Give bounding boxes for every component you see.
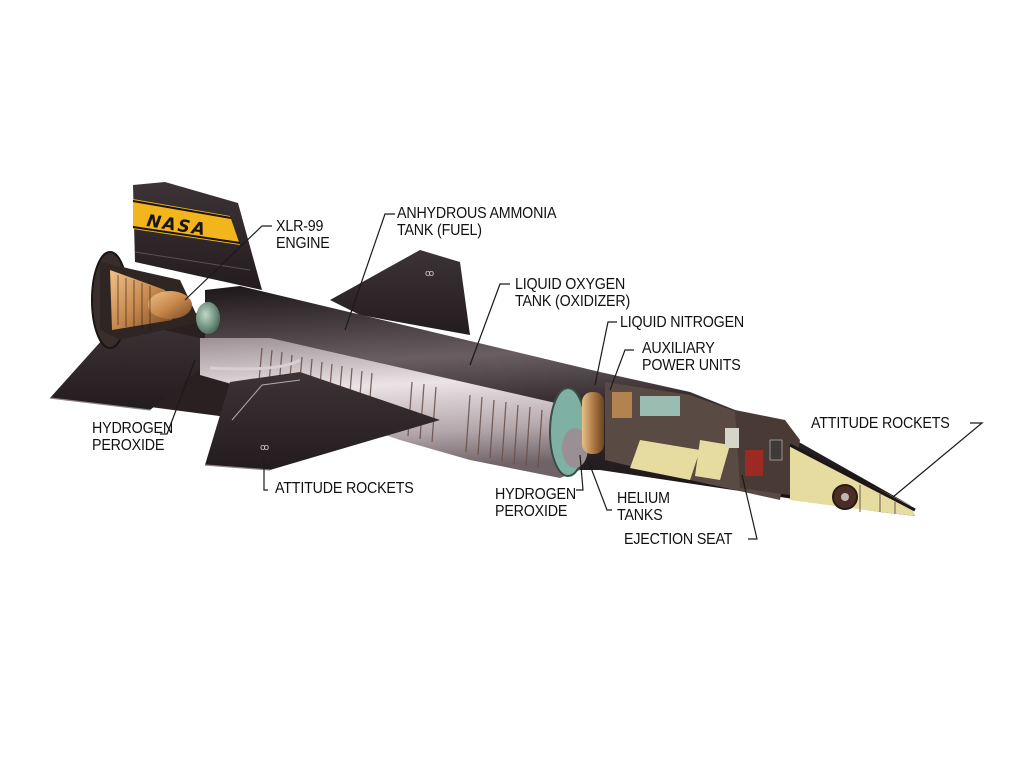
label-hydrogen-peroxide-right: HYDROGEN PEROXIDE (495, 486, 576, 520)
helium-tank (582, 392, 604, 454)
nasa-stripe (133, 199, 240, 245)
label-attitude-rockets-nose: ATTITUDE ROCKETS (811, 415, 950, 432)
label-attitude-rockets-wing: ATTITUDE ROCKETS (275, 480, 414, 497)
label-liquid-oxygen-tank: LIQUID OXYGEN TANK (OXIDIZER) (515, 276, 631, 310)
label-auxiliary-power-units: AUXILIARY POWER UNITS (642, 340, 741, 374)
right-wing (330, 250, 470, 335)
tank-dome (196, 302, 220, 334)
label-ejection-seat: EJECTION SEAT (624, 531, 733, 548)
left-wing (205, 372, 440, 470)
leader-lines (160, 213, 984, 540)
svg-text:ꝏ: ꝏ (425, 269, 434, 279)
svg-text:ꝏ: ꝏ (260, 443, 269, 453)
left-horizontal-stabilizer (50, 320, 230, 410)
label-helium-tanks: HELIUM TANKS (617, 490, 670, 524)
label-anhydrous-ammonia-tank: ANHYDROUS AMMONIA TANK (FUEL) (397, 205, 557, 239)
label-xlr99-engine: XLR-99 ENGINE (276, 218, 330, 252)
label-hydrogen-peroxide-left: HYDROGEN PEROXIDE (92, 420, 173, 454)
ejection-seat (745, 450, 763, 476)
label-liquid-nitrogen: LIQUID NITROGEN (620, 314, 745, 331)
